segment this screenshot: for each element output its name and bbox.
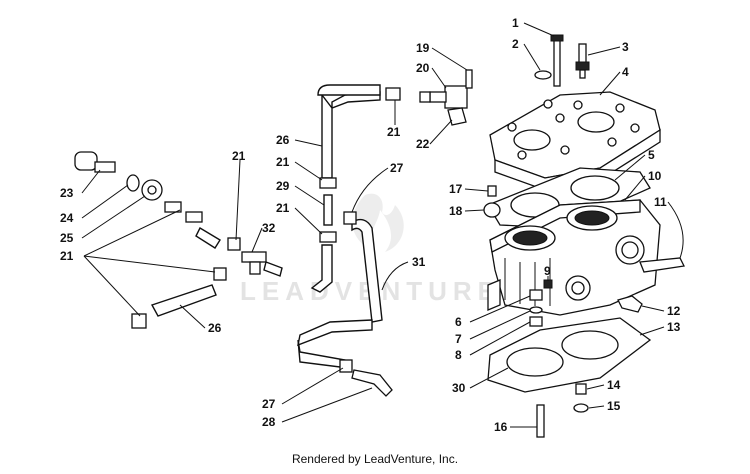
callout-25: 25: [60, 231, 74, 245]
hose-left-short: [195, 227, 221, 249]
hose-right-short: [263, 261, 283, 277]
plunger-23: [74, 151, 116, 173]
callout-31: 31: [412, 255, 426, 269]
callout-27-bottom: 27: [262, 397, 276, 411]
callout-29: 29: [276, 179, 290, 193]
callout-26-lower: 26: [208, 321, 222, 335]
callout-2: 2: [512, 37, 519, 51]
callout-21-top: 21: [387, 125, 401, 139]
hose-26-upper: [317, 84, 381, 179]
stud-16: [536, 404, 545, 438]
callout-4: 4: [622, 65, 629, 79]
spark-plug: [575, 43, 590, 79]
callout-20: 20: [416, 61, 430, 75]
callout-16: 16: [494, 420, 508, 434]
callout-8: 8: [455, 348, 462, 362]
base-gasket: [487, 317, 652, 393]
head-bolt: [550, 34, 564, 87]
clamp-21-e: [131, 313, 147, 329]
nut-14: [575, 383, 587, 395]
clamp-27-a: [343, 211, 357, 225]
callout-5: 5: [648, 148, 655, 162]
connector-small: [164, 201, 203, 223]
barb-fitting-28: [351, 369, 393, 397]
footer-credit: Rendered by LeadVenture, Inc.: [291, 452, 459, 466]
pulse-valve: [429, 69, 473, 126]
callout-17: 17: [449, 182, 463, 196]
callout-3: 3: [622, 40, 629, 54]
screw-17: [487, 185, 497, 197]
hose-29: [323, 194, 333, 226]
callout-26-top: 26: [276, 133, 290, 147]
callout-14: 14: [607, 378, 621, 392]
elbow-fitting: [617, 295, 643, 313]
clamp-21-a: [319, 177, 337, 189]
nut-small: [529, 316, 543, 327]
callout-11: 11: [654, 195, 667, 209]
callout-19: 19: [416, 41, 430, 55]
hose-31: [297, 218, 383, 369]
hose-lower-middle: [310, 244, 333, 293]
clamp-21-d: [213, 267, 227, 281]
callout-21-upper-left: 21: [232, 149, 246, 163]
callout-10: 10: [648, 169, 662, 183]
washer-15: [573, 403, 589, 413]
callout-13: 13: [667, 320, 681, 334]
spacer-25: [141, 179, 163, 201]
hose-26-lower: [150, 284, 217, 317]
callout-27-top: 27: [390, 161, 404, 175]
cylinder-head: [489, 91, 661, 191]
callout-7: 7: [455, 332, 462, 346]
callout-23: 23: [60, 186, 74, 200]
clamp-21-b: [319, 231, 337, 243]
callout-15: 15: [607, 399, 621, 413]
washer-24: [126, 174, 140, 192]
drain-bolt: [529, 289, 543, 301]
callout-21-left: 21: [60, 249, 74, 263]
callout-24: 24: [60, 211, 74, 225]
callout-9: 9: [544, 264, 551, 278]
callout-12: 12: [667, 304, 681, 318]
cover-plate: [639, 257, 685, 273]
callout-21-mid-a: 21: [276, 155, 290, 169]
callout-6: 6: [455, 315, 462, 329]
callout-28: 28: [262, 415, 276, 429]
clamp-21-c: [227, 237, 241, 251]
washer-small: [529, 306, 543, 314]
callout-32: 32: [262, 221, 276, 235]
grommet-18: [483, 202, 501, 218]
tee-fitting: [241, 251, 267, 275]
callout-21-mid-b: 21: [276, 201, 290, 215]
callout-30: 30: [452, 381, 466, 395]
clamp-21-top: [419, 91, 431, 103]
plug-9: [543, 279, 553, 289]
callout-18: 18: [449, 204, 463, 218]
callout-22: 22: [416, 137, 430, 151]
clamp-top: [385, 87, 401, 101]
cylinder-block: [487, 199, 661, 316]
bolt-washer: [534, 70, 552, 80]
callout-1: 1: [512, 16, 519, 30]
clamp-27-b: [339, 359, 353, 373]
